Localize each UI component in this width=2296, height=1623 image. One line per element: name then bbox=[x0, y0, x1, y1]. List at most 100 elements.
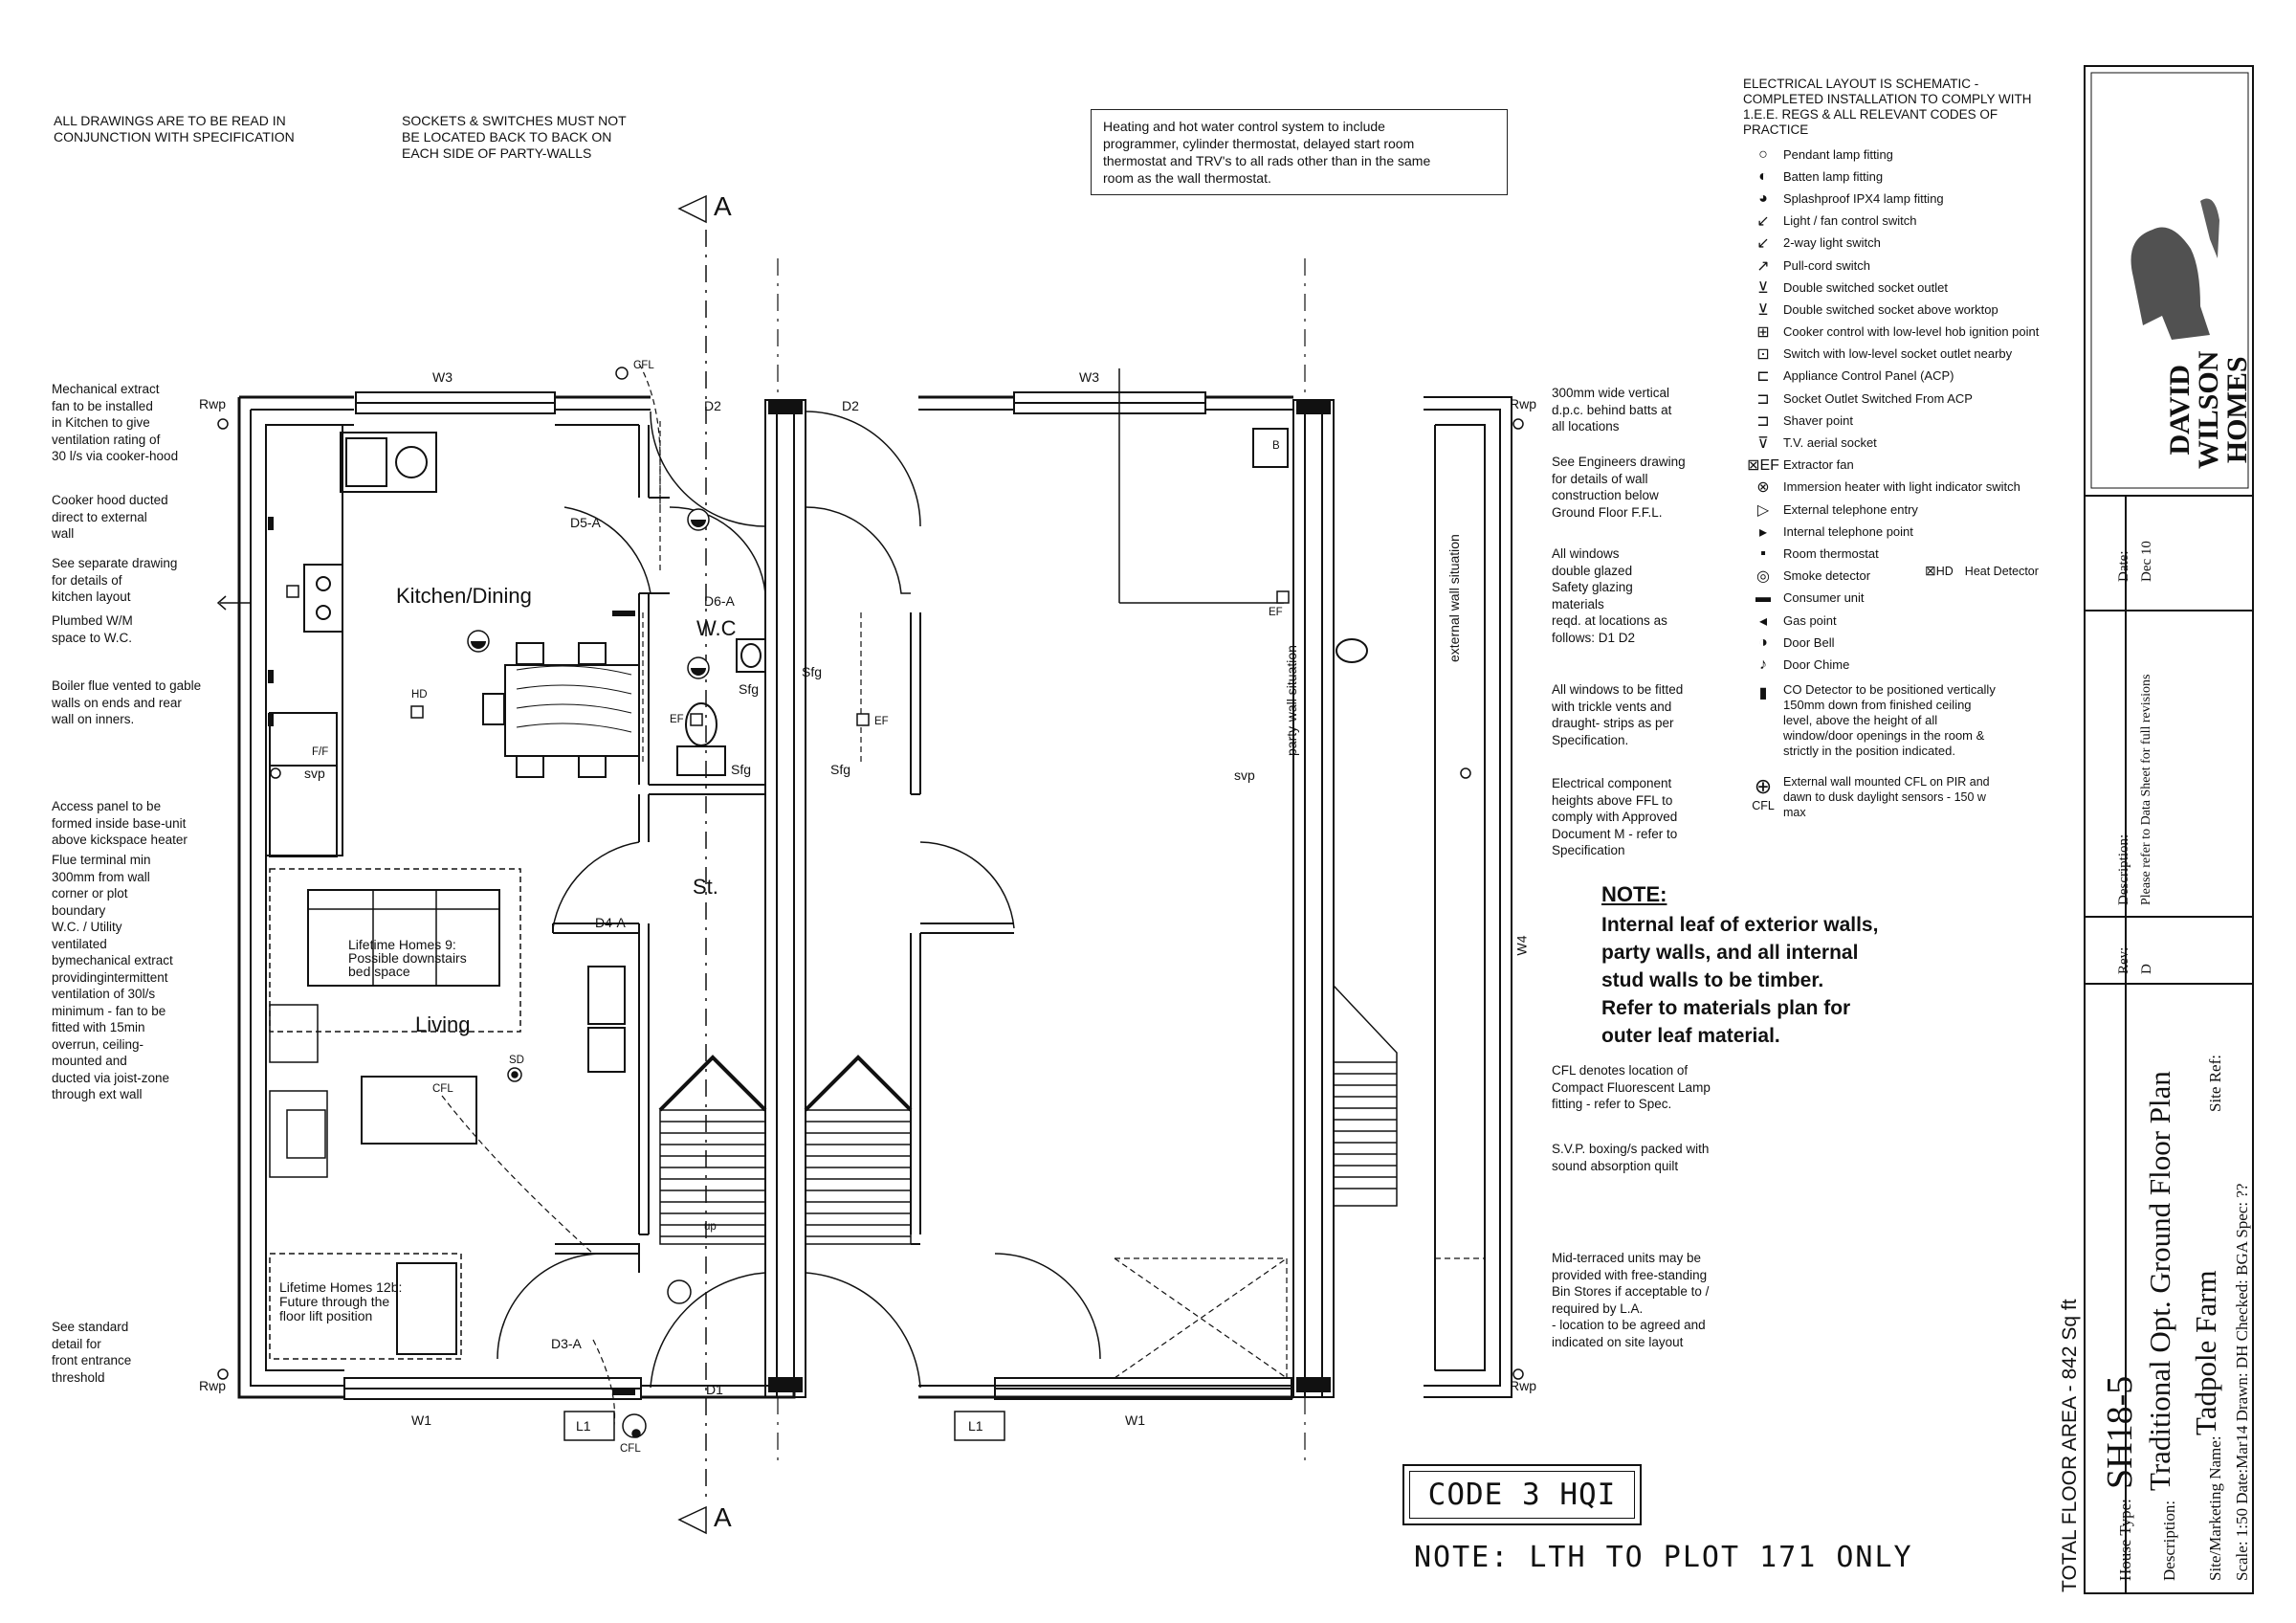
note-cfl: CFL denotes location of Compact Fluoresc… bbox=[1552, 1063, 1711, 1111]
label-external-wall: external wall situation bbox=[1446, 534, 1462, 662]
legend-item-label: Gas point bbox=[1783, 612, 1837, 628]
section-marker-top: A bbox=[714, 191, 732, 221]
label-b: B bbox=[1272, 440, 1280, 452]
house-type-label: House Type: bbox=[2116, 1499, 2134, 1581]
store-partition bbox=[553, 794, 650, 1235]
left-house-outer-wall bbox=[237, 395, 796, 1399]
rev-value: D bbox=[2139, 964, 2154, 974]
label-sfg-4: Sfg bbox=[830, 762, 851, 777]
title-block-frame bbox=[2084, 65, 2254, 1594]
door-bell-icon: ◑ bbox=[1758, 634, 1768, 651]
electrical-symbols bbox=[217, 367, 1524, 1441]
legend-item: ⊻ Double switched socket outlet bbox=[1743, 277, 2107, 299]
legend-item-label: Internal telephone point bbox=[1783, 523, 1913, 539]
cfl-crosshair-icon: ⊕ bbox=[1754, 773, 1773, 798]
label-svp-left: svp bbox=[304, 766, 325, 781]
label-l1-left: L1 bbox=[576, 1418, 591, 1434]
legend-item: ⊐Socket Outlet Switched From ACP bbox=[1743, 388, 2107, 410]
legend-item-label: Consumer unit bbox=[1783, 590, 1865, 606]
room-store: St. bbox=[693, 875, 718, 899]
kitchen-wc-partition bbox=[638, 425, 650, 785]
note-left-8: See standard detail for front entrance t… bbox=[52, 1320, 132, 1385]
label-d1: D1 bbox=[706, 1382, 723, 1397]
label-ef-2: EF bbox=[874, 716, 889, 727]
legend-item-label: Double switched socket above worktop bbox=[1783, 301, 1998, 317]
note-left-2: Cooker hood ducted direct to external wa… bbox=[52, 493, 168, 541]
label-cfl-top: CFL bbox=[633, 360, 654, 371]
brand-logo bbox=[2105, 182, 2239, 354]
label-ef-3: EF bbox=[1269, 607, 1283, 618]
legend-item-label: Door Bell bbox=[1783, 634, 1835, 650]
heat-detector-label: Heat Detector bbox=[1964, 564, 2039, 578]
acp-icon: ⊏ bbox=[1756, 368, 1770, 386]
legend-item-label: Immersion heater with light indicator sw… bbox=[1783, 479, 2020, 495]
legend-item: ⊗Immersion heater with light indicator s… bbox=[1743, 477, 2107, 499]
label-up: up bbox=[704, 1221, 717, 1233]
note-right-5: Electrical component heights above FFL t… bbox=[1552, 776, 1678, 857]
legend-item: ⊏Appliance Control Panel (ACP) bbox=[1743, 366, 2107, 388]
right-house-outer-wall bbox=[918, 395, 1293, 1399]
internal-telephone-icon: ▸ bbox=[1758, 523, 1768, 541]
door-swings bbox=[497, 411, 1101, 1389]
description-text: Please refer to Data Sheet for full revi… bbox=[2139, 674, 2153, 905]
legend-cfl-text: External wall mounted CFL on PIR and daw… bbox=[1783, 774, 1990, 819]
description-label: Description: bbox=[2116, 834, 2131, 905]
room-kitchen-dining: Kitchen/Dining bbox=[396, 584, 532, 608]
label-d6a: D6-A bbox=[704, 593, 735, 609]
label-svp-right: svp bbox=[1234, 767, 1255, 783]
label-sfg-3: Sfg bbox=[731, 762, 752, 777]
section-line bbox=[677, 194, 707, 1535]
legend-item: ◕Splashproof IPX4 lamp fitting bbox=[1743, 188, 2107, 210]
brand-name: DAVID WILSON HOMES bbox=[2164, 350, 2253, 469]
legend-item-label: Door Chime bbox=[1783, 656, 1850, 672]
label-ef-1: EF bbox=[670, 714, 684, 725]
two-way-switch-icon: ↙ bbox=[1756, 235, 1770, 253]
note-left-1: Mechanical extract fan to be installed i… bbox=[52, 382, 179, 463]
description2-value: Traditional Opt. Ground Floor Plan bbox=[2143, 1071, 2176, 1491]
legend-item-label: Room thermostat bbox=[1783, 545, 1879, 561]
total-floor-area: TOTAL FLOOR AREA - 842 Sq ft bbox=[2059, 1299, 2081, 1592]
legend-item: ▮CO Detector to be positioned vertically… bbox=[1743, 682, 2107, 759]
legend-item: ⊡ Switch with low-level socket outlet nea… bbox=[1743, 344, 2107, 366]
legend-title: ELECTRICAL LAYOUT IS SCHEMATIC - COMPLET… bbox=[1743, 77, 2032, 137]
note-left-7: Flue terminal min 300mm from wall corner… bbox=[52, 853, 173, 1101]
room-living: Living bbox=[415, 1012, 471, 1036]
legend-item: ◐Batten lamp fitting bbox=[1743, 166, 2107, 188]
legend-item: ↗Pull-cord switch bbox=[1743, 255, 2107, 277]
note-lth: NOTE: LTH TO PLOT 171 ONLY bbox=[1414, 1541, 1913, 1574]
external-telephone-icon: ▷ bbox=[1756, 501, 1770, 519]
room-wc: W.C bbox=[696, 616, 737, 640]
legend-item-label: Switch with low-level socket outlet near… bbox=[1783, 346, 2013, 362]
note-bin: Mid-terraced units may be provided with … bbox=[1552, 1251, 1710, 1349]
worktop-socket-icon: ⊻ bbox=[1757, 301, 1769, 319]
batten-lamp-icon: ◐ bbox=[1758, 167, 1768, 185]
note-lifetime-12b: Lifetime Homes 12b: Future through the f… bbox=[279, 1279, 403, 1323]
lift-position bbox=[269, 1253, 462, 1360]
extractor-fan-icon: ⊠EF bbox=[1747, 457, 1779, 475]
kitchen-worktop bbox=[265, 424, 343, 856]
pull-cord-switch-icon: ↗ bbox=[1756, 257, 1770, 275]
electrical-legend: ELECTRICAL LAYOUT IS SCHEMATIC - COMPLET… bbox=[1743, 77, 2107, 820]
legend-item-label: Smoke detector bbox=[1783, 568, 1871, 584]
scale-line: Scale: 1:50 Date:Mar14 Drawn: DH Checked… bbox=[2233, 1183, 2251, 1581]
acp-socket-icon: ⊐ bbox=[1756, 390, 1770, 408]
door-chime-icon: ♪ bbox=[1759, 656, 1767, 673]
label-d2-right: D2 bbox=[842, 398, 859, 413]
legend-item: ↙Light / fan control switch bbox=[1743, 211, 2107, 233]
staircase-far-right bbox=[1333, 985, 1398, 1207]
switch-low-socket-icon: ⊡ bbox=[1756, 346, 1770, 364]
legend-item: ⊞Cooker control with low-level hob ignit… bbox=[1743, 322, 2107, 344]
shaver-point-icon: ⊐ bbox=[1756, 412, 1770, 430]
code3-stamp: CODE 3 HQI bbox=[1402, 1464, 1642, 1525]
dog-logo-icon bbox=[2130, 198, 2219, 340]
label-ff: F/F bbox=[312, 746, 329, 758]
site-value: Tadpole Farm bbox=[2189, 1270, 2222, 1435]
note-svp: S.V.P. boxing/s packed with sound absorp… bbox=[1552, 1142, 1710, 1173]
co-detector-icon: ▮ bbox=[1758, 684, 1768, 701]
double-socket-icon: ⊻ bbox=[1757, 279, 1769, 297]
legend-item-label: Double switched socket outlet bbox=[1783, 279, 1948, 295]
legend-item: ⊻ Double switched socket above worktop bbox=[1743, 299, 2107, 321]
room-thermostat-icon: ▪ bbox=[1760, 545, 1766, 562]
note-sockets: SOCKETS & SWITCHES MUST NOT BE LOCATED B… bbox=[402, 113, 627, 161]
